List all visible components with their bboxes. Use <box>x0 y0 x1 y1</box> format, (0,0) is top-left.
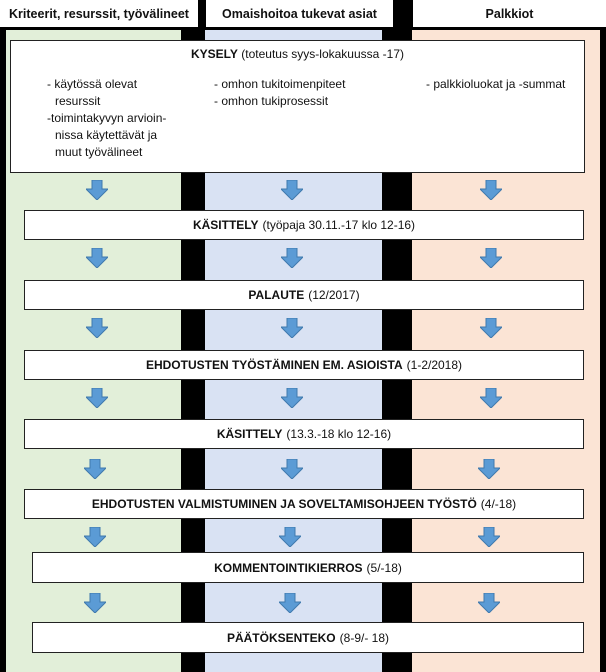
step-bold: EHDOTUSTEN VALMISTUMINEN JA SOVELTAMISOH… <box>91 497 477 511</box>
kysely-list-support: - omhon tukitoimenpiteet - omhon tukipro… <box>214 76 384 110</box>
list-item: - käytössä olevat resurssit <box>47 77 138 108</box>
step-rest: (4/-18) <box>480 497 517 511</box>
step-bold: EHDOTUSTEN TYÖSTÄMINEN EM. ASIOISTA <box>145 358 403 372</box>
step-palaute: PALAUTE(12/2017) <box>24 280 584 310</box>
down-arrow-icon <box>84 179 110 201</box>
step-kasittely-1: KÄSITTELY(työpaja 30.11.-17 klo 12-16) <box>24 210 584 240</box>
down-arrow-icon <box>476 592 502 614</box>
step-bold: KOMMENTOINTIKIERROS <box>214 560 363 575</box>
step-bold: KÄSITTELY <box>192 218 259 232</box>
list-item: - omhon tukitoimenpiteet <box>214 77 346 91</box>
down-arrow-icon <box>478 317 504 339</box>
down-arrow-icon <box>84 317 110 339</box>
step-bold: PALAUTE <box>248 288 305 302</box>
down-arrow-icon <box>84 247 110 269</box>
kysely-title: KYSELY (toteutus syys-lokakuussa -17) <box>11 47 584 61</box>
column-header-support: Omaishoitoa tukevat asiat <box>206 0 393 27</box>
down-arrow-icon <box>279 317 305 339</box>
step-rest: (työpaja 30.11.-17 klo 12-16) <box>262 218 416 232</box>
step-ehdotusten-valmistuminen: EHDOTUSTEN VALMISTUMINEN JA SOVELTAMISOH… <box>24 489 584 519</box>
down-arrow-icon <box>82 458 108 480</box>
down-arrow-icon <box>478 247 504 269</box>
down-arrow-icon <box>478 387 504 409</box>
column-header-criteria: Kriteerit, resurssit, työvälineet <box>0 0 198 27</box>
down-arrow-icon <box>82 526 108 548</box>
kysely-list-criteria: - käytössä olevat resurssit -toimintakyv… <box>47 76 177 161</box>
step-kommentointikierros: KOMMENTOINTIKIERROS(5/-18) <box>32 552 584 583</box>
down-arrow-icon <box>478 179 504 201</box>
step-rest: (12/2017) <box>308 288 360 302</box>
down-arrow-icon <box>279 458 305 480</box>
kysely-title-rest: (toteutus syys-lokakuussa -17) <box>241 47 404 61</box>
kysely-title-bold: KYSELY <box>191 47 238 61</box>
step-kasittely-2: KÄSITTELY(13.3.-18 klo 12-16) <box>24 419 584 449</box>
down-arrow-icon <box>279 179 305 201</box>
list-item: - palkkioluokat ja -summat <box>426 77 566 91</box>
step-rest: (5/-18) <box>366 560 402 575</box>
kysely-box: KYSELY (toteutus syys-lokakuussa -17) - … <box>10 40 585 173</box>
down-arrow-icon <box>277 526 303 548</box>
list-item: -toimintakyvyn arvioin-nissa käytettävät… <box>47 111 167 159</box>
list-item: - omhon tukiprosessit <box>214 94 329 108</box>
step-rest: (8-9/- 18) <box>339 630 390 645</box>
down-arrow-icon <box>82 592 108 614</box>
down-arrow-icon <box>279 247 305 269</box>
down-arrow-icon <box>84 387 110 409</box>
down-arrow-icon <box>476 458 502 480</box>
down-arrow-icon <box>476 526 502 548</box>
down-arrow-icon <box>279 387 305 409</box>
step-rest: (1-2/2018) <box>406 358 463 372</box>
step-paatoksenteko: PÄÄTÖKSENTEKO(8-9/- 18) <box>32 622 584 653</box>
down-arrow-icon <box>277 592 303 614</box>
step-bold: KÄSITTELY <box>216 427 283 441</box>
step-ehdotusten-tyostaminen: EHDOTUSTEN TYÖSTÄMINEN EM. ASIOISTA(1-2/… <box>24 350 584 380</box>
column-header-rewards: Palkkiot <box>413 0 606 27</box>
kysely-list-rewards: - palkkioluokat ja -summat <box>426 76 586 93</box>
step-bold: PÄÄTÖKSENTEKO <box>226 630 336 645</box>
step-rest: (13.3.-18 klo 12-16) <box>286 427 392 441</box>
